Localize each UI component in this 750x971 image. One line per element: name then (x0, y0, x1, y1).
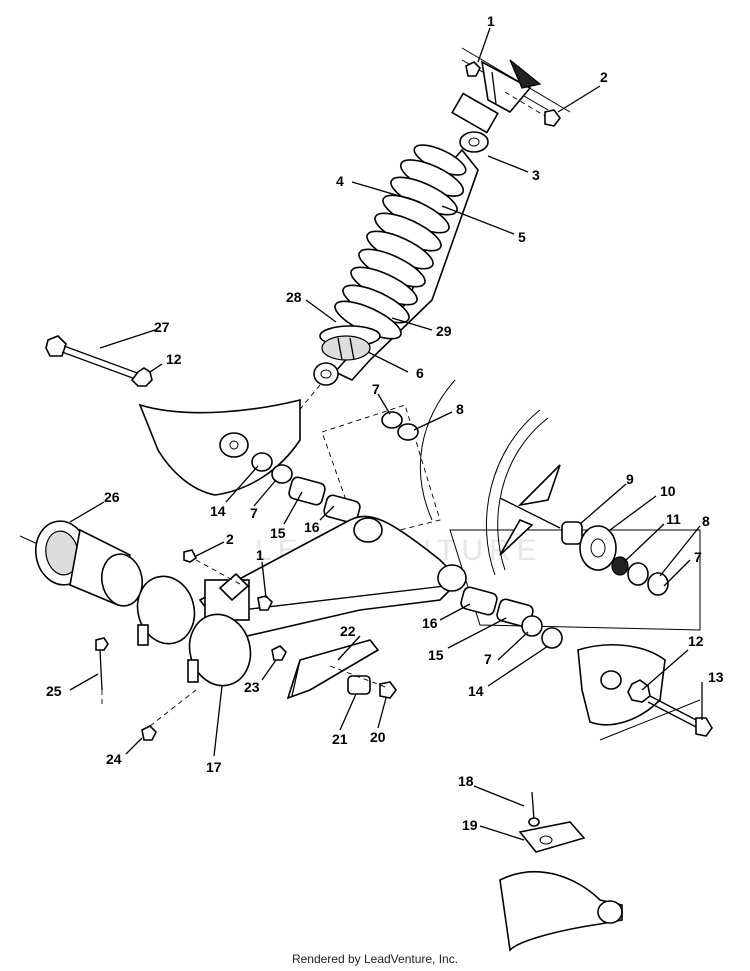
inset-arm-detail (499, 791, 623, 952)
upper-mount-bracket (451, 47, 571, 134)
callout-16-left: 16 (304, 519, 320, 535)
callout-8-right: 8 (702, 513, 710, 529)
callout-21: 21 (332, 731, 348, 747)
washer-flat-right (521, 615, 563, 649)
callout-2-lower: 2 (226, 531, 234, 547)
pivot-clamp-left (136, 575, 196, 646)
footer-credit: Rendered by LeadVenture, Inc. (291, 952, 459, 966)
callout-7-lower: 7 (484, 651, 492, 667)
pivot-tube (19, 520, 151, 607)
callout-25: 25 (46, 683, 62, 699)
callout-1-lower: 1 (256, 547, 264, 563)
callout-15-right: 15 (428, 647, 444, 663)
callout-20: 20 (370, 729, 386, 745)
callout-22: 22 (340, 623, 356, 639)
washer-left-upper (381, 411, 419, 441)
callout-19: 19 (462, 817, 478, 833)
callout-14-left: 14 (210, 503, 226, 519)
mount-bolt (504, 91, 561, 127)
mount-bolt-nut (465, 61, 481, 77)
callout-12-right: 12 (688, 633, 704, 649)
callout-14-right: 14 (468, 683, 484, 699)
callout-10: 10 (660, 483, 676, 499)
callout-11: 11 (666, 511, 681, 527)
stop-alignment-line (329, 665, 389, 689)
pivot-bolt-right (647, 695, 713, 737)
clamp-nut-upper (271, 645, 287, 661)
callout-labels: 1 2 3 4 5 28 29 6 27 12 7 8 14 7 15 16 2… (46, 13, 724, 833)
frame-plate-right (577, 644, 701, 741)
spring-seat-lower (319, 325, 381, 361)
arm-stop-bracket (286, 639, 380, 700)
callout-6: 6 (416, 365, 424, 381)
callout-5: 5 (518, 229, 526, 245)
arm-clamp-bolt (183, 549, 241, 585)
callout-15-left: 15 (270, 525, 286, 541)
hub-bushing-large (579, 525, 617, 571)
callout-8-upper: 8 (456, 401, 464, 417)
hub-washers (627, 562, 669, 596)
callout-16-right: 16 (422, 615, 438, 631)
shock-lower-bushing (313, 362, 339, 386)
stop-spacer (347, 675, 371, 695)
clamp-stud (95, 637, 109, 706)
callout-26: 26 (104, 489, 120, 505)
hub-bushing-small (561, 521, 583, 545)
callout-28: 28 (286, 289, 302, 305)
callout-7-left: 7 (250, 505, 258, 521)
arm-clamp-nut (257, 595, 273, 611)
callout-17: 17 (206, 759, 222, 775)
callout-1: 1 (487, 13, 495, 29)
callout-2: 2 (600, 69, 608, 85)
bushing-left (288, 476, 361, 524)
callout-12-left: 12 (166, 351, 182, 367)
star-lock-washer-left (130, 367, 153, 387)
callout-27: 27 (154, 319, 170, 335)
callout-4: 4 (336, 173, 344, 189)
callout-23: 23 (244, 679, 260, 695)
stop-bolt (379, 681, 397, 699)
star-lock-washer-right (627, 679, 651, 703)
callout-3: 3 (532, 167, 540, 183)
brace-cross (499, 464, 561, 556)
callout-7-upper: 7 (372, 381, 380, 397)
pivot-bolt-left (45, 335, 141, 381)
clamp-nut-lower (141, 689, 197, 741)
callout-7-right: 7 (694, 549, 702, 565)
callout-18: 18 (458, 773, 474, 789)
callout-29: 29 (436, 323, 452, 339)
pivot-clamp-right (187, 613, 252, 687)
leader-lines (69, 27, 703, 841)
callout-13: 13 (708, 669, 724, 685)
callout-24: 24 (106, 751, 122, 767)
coil-spring (334, 144, 467, 340)
callout-9: 9 (626, 471, 634, 487)
